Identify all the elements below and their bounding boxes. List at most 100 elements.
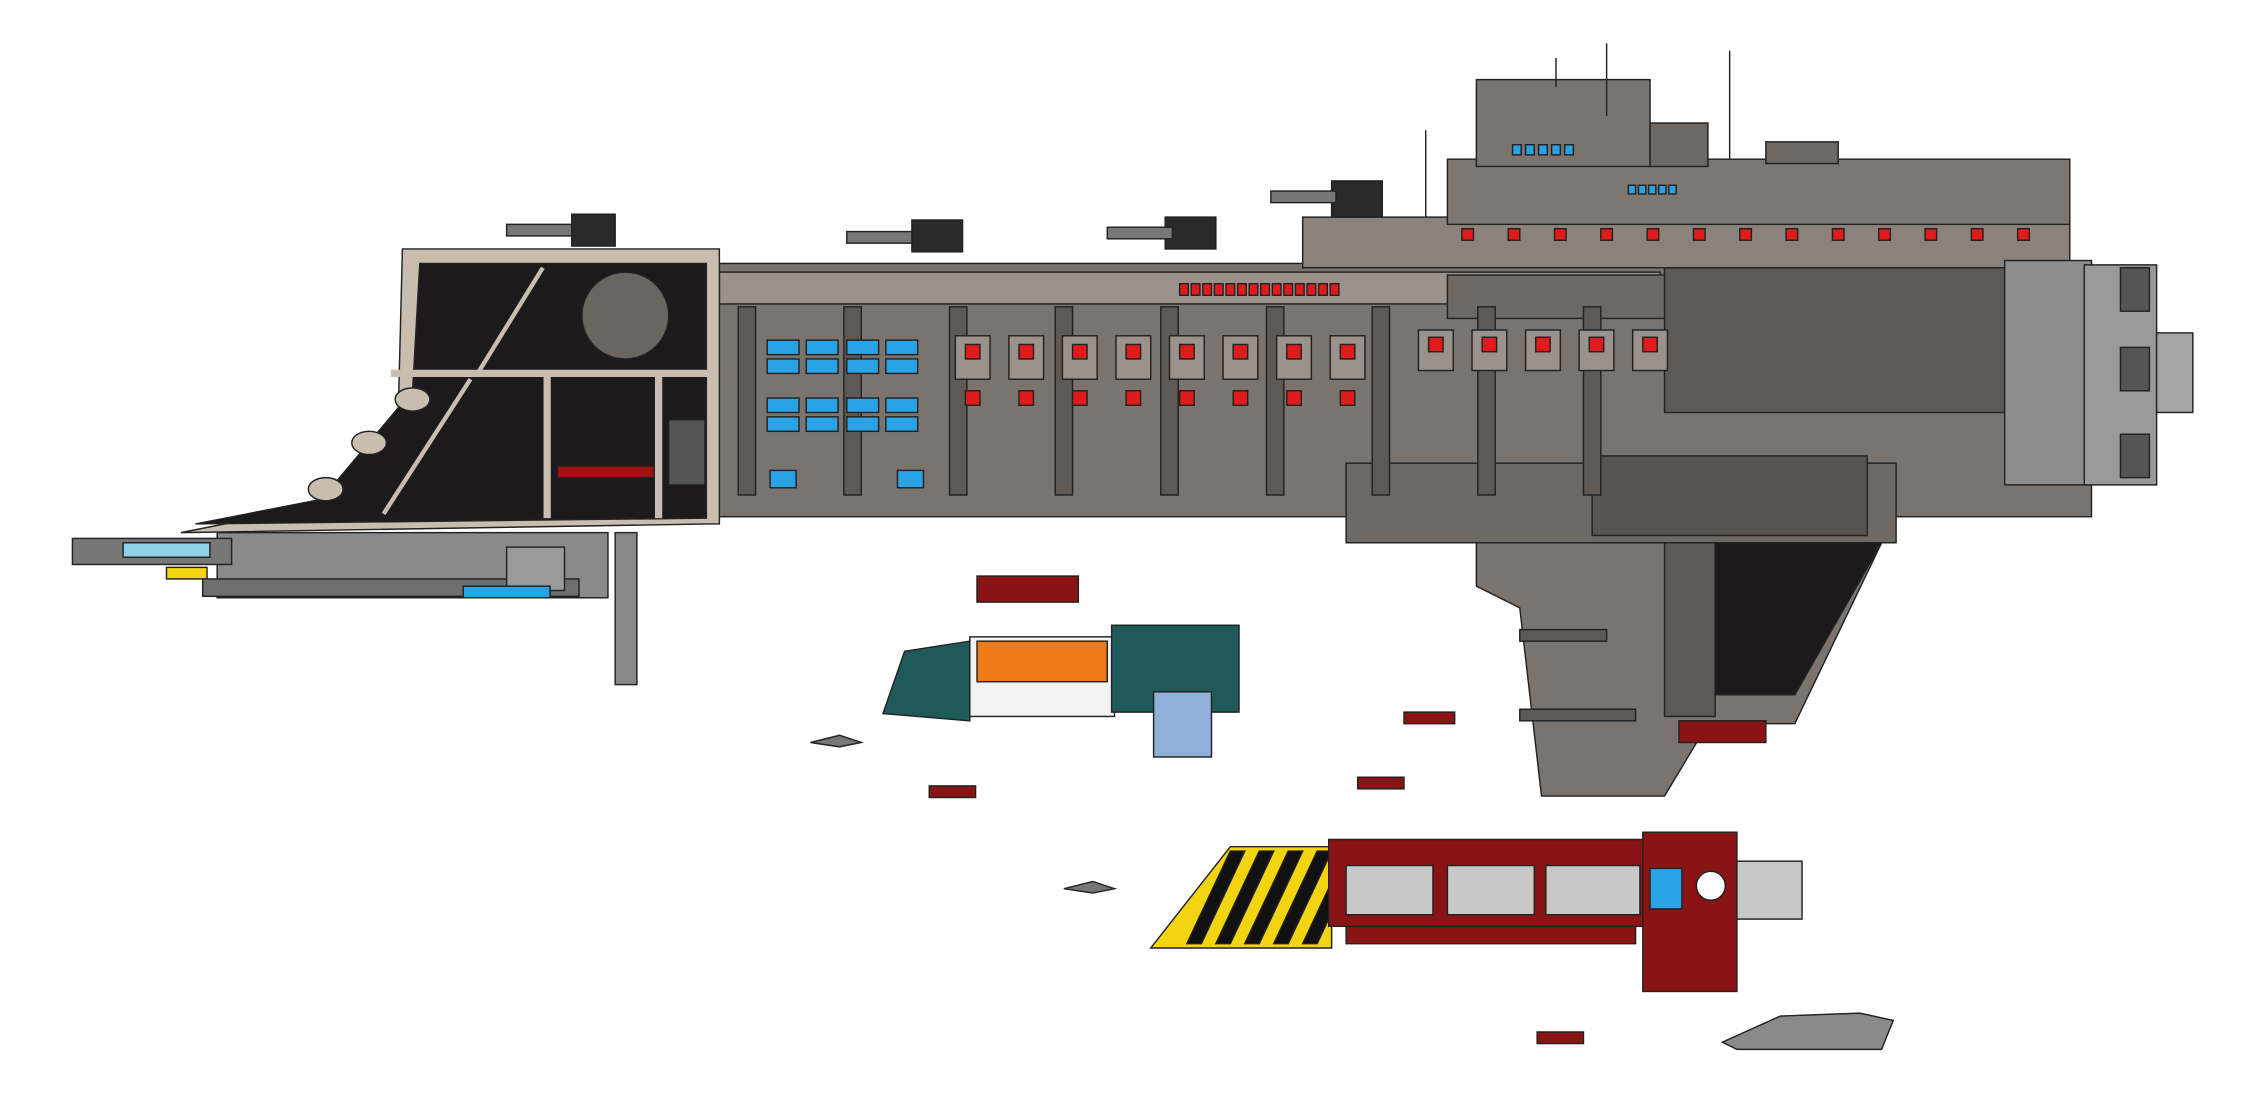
hazard-stripe [1243, 850, 1304, 945]
window [1511, 144, 1522, 156]
window [1627, 184, 1637, 195]
red-light [1878, 227, 1892, 241]
window [846, 397, 880, 414]
hull-details [737, 144, 2030, 496]
window [846, 358, 880, 375]
window [885, 358, 919, 375]
keel-shadow [1714, 542, 1883, 696]
red-light [1534, 336, 1551, 353]
window [766, 339, 800, 356]
red-light [1924, 227, 1938, 241]
light-panel [1329, 335, 1366, 380]
red-light [1286, 343, 1302, 360]
red-light [1507, 227, 1521, 241]
red-light [1339, 390, 1356, 406]
forward-underhull [71, 531, 638, 686]
red-light [1178, 390, 1195, 406]
grey-frigate [1720, 1012, 1895, 1051]
red-light [1236, 282, 1247, 296]
red-light [1232, 390, 1249, 406]
red-light [1317, 282, 1329, 296]
red-light [1481, 336, 1498, 353]
window [885, 339, 919, 356]
window [769, 469, 797, 489]
red-light [1283, 282, 1294, 296]
command-tower [1475, 78, 1651, 168]
red-light [1232, 343, 1249, 360]
window [1524, 144, 1535, 156]
red-light [1018, 390, 1035, 406]
red-light [2016, 227, 2030, 241]
bridge-module [1591, 455, 1868, 537]
window [896, 469, 925, 489]
window [1647, 184, 1657, 195]
red-light [964, 390, 981, 406]
window [1550, 144, 1562, 156]
red-light [1190, 282, 1201, 296]
red-light [1427, 336, 1444, 353]
red-light [1642, 336, 1659, 353]
red-light [1202, 282, 1213, 296]
transport-prow [881, 640, 971, 722]
window [766, 358, 800, 375]
red-light [1248, 282, 1259, 296]
hazard-stripes [1185, 850, 1362, 945]
red-light [1018, 343, 1035, 360]
battleship [71, 43, 2194, 797]
red-light [1178, 282, 1190, 296]
window [1563, 144, 1575, 156]
engine-block [2003, 259, 2194, 486]
escort-frigate [976, 575, 1080, 603]
prow [180, 248, 721, 534]
red-light [1225, 282, 1236, 296]
red-light [964, 343, 981, 360]
red-light [1600, 227, 1614, 241]
red-light [1213, 282, 1224, 296]
window [805, 358, 839, 375]
red-light [1553, 227, 1567, 241]
red-light [1339, 343, 1356, 360]
red-light [1071, 343, 1088, 360]
red-light [1588, 336, 1605, 353]
window [1658, 184, 1667, 195]
red-light [1306, 282, 1317, 296]
cog-emblem [1695, 870, 1727, 901]
window [766, 416, 800, 433]
red-light [1692, 227, 1706, 241]
hull-pillar [737, 306, 757, 496]
red-light [1125, 390, 1142, 406]
window [846, 339, 880, 356]
window [846, 416, 880, 433]
turrets [505, 180, 1384, 253]
red-light [1970, 227, 1984, 241]
window [885, 416, 919, 433]
red-light [1785, 227, 1799, 241]
red-light [1271, 282, 1282, 296]
hauler-crane-ship [1678, 720, 1767, 744]
red-light [1646, 227, 1660, 241]
hull-pillar [1371, 306, 1391, 496]
chapter-emblem [581, 271, 670, 360]
red-light [1461, 227, 1475, 241]
red-light [1329, 282, 1340, 296]
red-light [1125, 343, 1142, 360]
window [885, 397, 919, 414]
red-light [1259, 282, 1271, 296]
small-craft [810, 711, 1895, 1051]
red-light [1286, 390, 1302, 406]
red-light [1294, 282, 1305, 296]
window [805, 416, 839, 433]
red-light [1178, 343, 1195, 360]
window [1668, 184, 1677, 195]
transport-ship [881, 575, 1240, 758]
window [805, 339, 839, 356]
cargo-hauler [1149, 720, 1803, 993]
window [766, 397, 800, 414]
hazard-stripe [1214, 850, 1275, 945]
red-light [1739, 227, 1753, 241]
red-light [1071, 390, 1088, 406]
window [805, 397, 839, 414]
window [1537, 144, 1549, 156]
window [1637, 184, 1647, 195]
